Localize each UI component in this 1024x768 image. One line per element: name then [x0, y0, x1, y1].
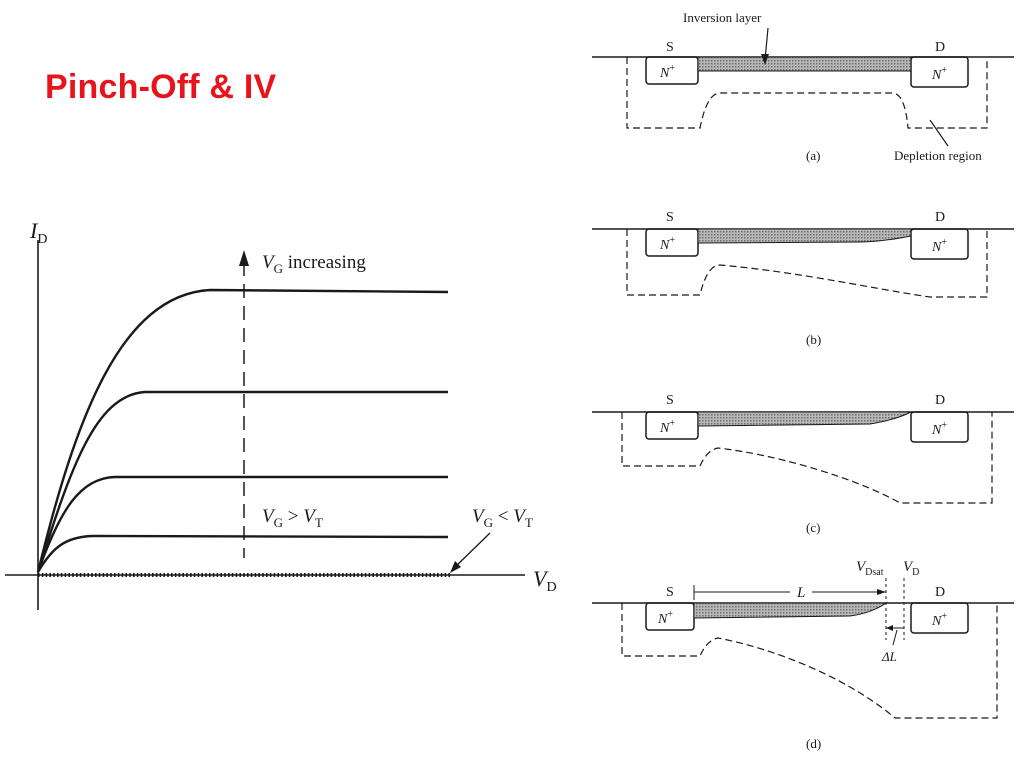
inversion-channel [697, 411, 912, 427]
up-arrow-icon [239, 250, 249, 266]
drain-label: D [935, 40, 945, 55]
drain-n-plus-label: N+ [931, 611, 947, 629]
drain-n-plus [910, 56, 969, 88]
drain-label: D [935, 210, 945, 225]
pointer-arrow-icon [761, 54, 769, 65]
source-n-plus-label: N+ [659, 235, 675, 253]
caption-b: (b) [806, 332, 821, 347]
drain-n-plus [910, 411, 969, 443]
x-axis-label: VD [533, 566, 557, 595]
iv-curve-2 [36, 390, 448, 573]
drain-n-plus [910, 602, 969, 634]
source-n-plus-label: N+ [659, 63, 675, 81]
source-label: S [666, 585, 674, 600]
vg-increasing-label: VG increasing [262, 252, 366, 276]
vdsat-label: VDsat [856, 559, 884, 578]
iv-graph: ID VD VG increasing VG > VT VG < VT [5, 218, 557, 610]
vg-below-vt-label: VG < VT [472, 506, 533, 530]
depletion-boundary [626, 229, 988, 298]
slide-title: Pinch-Off & IV [45, 68, 277, 106]
caption-a: (a) [806, 148, 820, 163]
length-label: L [796, 585, 805, 601]
inversion-channel [693, 602, 888, 619]
vd-label: VD [903, 559, 919, 578]
iv-curve-1 [36, 288, 449, 573]
vg-below-vt-pointer [451, 532, 491, 571]
depletion-region-label: Depletion region [894, 148, 982, 163]
source-label: S [666, 210, 674, 225]
vg-above-vt-label: VG > VT [262, 506, 323, 530]
depletion-boundary [626, 57, 988, 129]
mosfet-diagram-b: S D N+ N+ (b) [592, 210, 1014, 347]
inversion-channel [697, 56, 912, 72]
drain-n-plus-label: N+ [931, 65, 947, 83]
delta-l-label: ΔL [881, 649, 897, 664]
iv-curve-3 [36, 475, 448, 573]
inversion-channel [697, 228, 912, 244]
source-label: S [666, 393, 674, 408]
mosfet-diagram-a: S D N+ N+ Inversion layer Depletion regi… [592, 10, 1014, 163]
arrow-right-icon [877, 589, 886, 595]
mosfet-diagram-d: L VDsat VD ΔL S D N+ N+ (d) [592, 559, 1014, 751]
drain-n-plus-label: N+ [931, 237, 947, 255]
caption-d: (d) [806, 736, 821, 751]
mosfet-diagram-c: S D N+ N+ (c) [592, 393, 1014, 535]
drain-label: D [935, 585, 945, 600]
source-n-plus-label: N+ [657, 609, 673, 627]
pointer-arrow-icon [450, 561, 461, 573]
iv-curve-4 [36, 534, 449, 573]
source-label: S [666, 40, 674, 55]
caption-c: (c) [806, 520, 820, 535]
y-axis-label: ID [29, 218, 47, 247]
source-n-plus-label: N+ [659, 418, 675, 436]
drain-n-plus [910, 228, 969, 260]
arrow-left-icon [886, 625, 893, 631]
depletion-region-pointer [929, 119, 949, 147]
drain-label: D [935, 393, 945, 408]
inversion-layer-label: Inversion layer [683, 10, 762, 25]
depletion-boundary [621, 603, 998, 719]
drain-n-plus-label: N+ [931, 420, 947, 438]
